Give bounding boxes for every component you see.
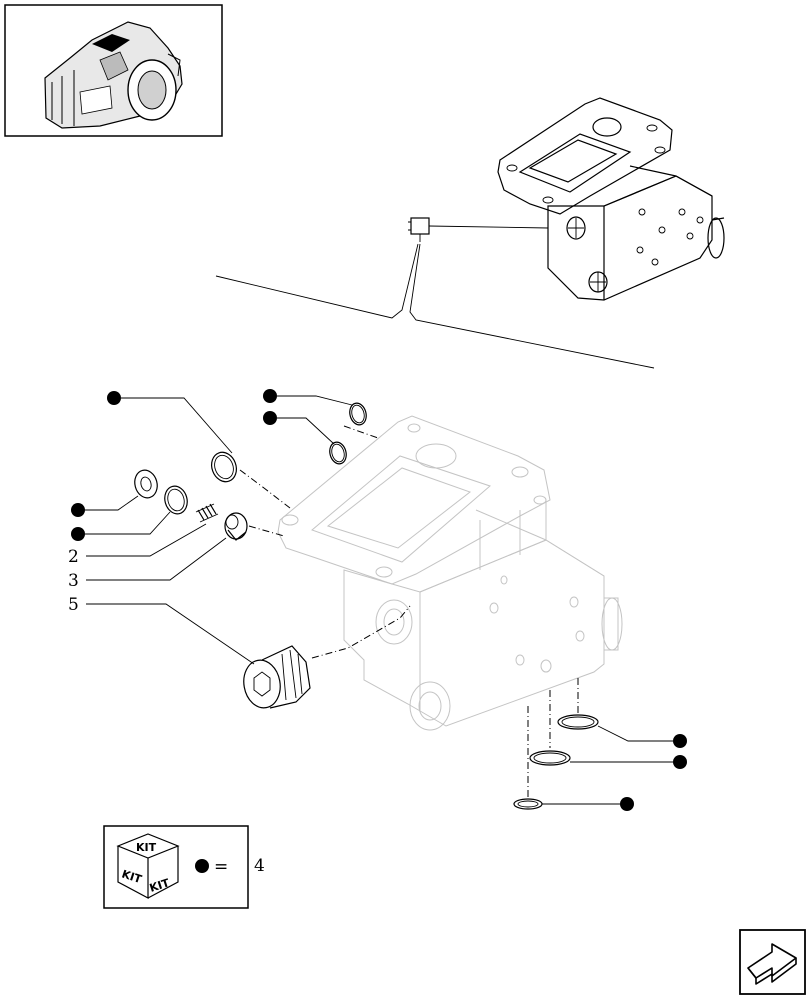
o-ring-lower-1[interactable] [557, 714, 599, 730]
next-page-arrow-icon [747, 943, 797, 985]
overview-thumbnail[interactable] [4, 4, 223, 137]
plug-part-5[interactable] [240, 645, 311, 711]
kit-legend: KIT KIT KIT = 4 [103, 825, 265, 909]
kit-cube-left-word: KIT [120, 867, 144, 886]
kit-callout-6[interactable] [597, 725, 687, 748]
callout-part-5[interactable]: 5 [68, 595, 255, 665]
o-ring-upper-small-2[interactable] [327, 440, 348, 465]
callout-part-3[interactable]: 3 [68, 537, 227, 591]
transmission-thumbnail-icon [44, 21, 183, 129]
plug-part-3[interactable] [224, 512, 248, 541]
callout-label-5: 5 [68, 595, 79, 615]
kit-callout-1[interactable] [107, 391, 233, 454]
valve-block-overview [408, 97, 725, 301]
o-ring-lower-2[interactable] [529, 750, 571, 766]
o-ring-left[interactable] [162, 484, 190, 517]
spring-part-2[interactable] [195, 503, 219, 523]
kit-cube-icon: KIT KIT KIT [116, 833, 180, 899]
kit-callout-8[interactable] [542, 797, 634, 811]
kit-callout-5[interactable] [71, 511, 171, 541]
kit-callout-4[interactable] [71, 495, 139, 517]
o-ring-upper-large[interactable] [208, 449, 241, 485]
o-ring-upper-small-1[interactable] [347, 401, 368, 426]
callout-label-2: 2 [68, 547, 79, 567]
kit-cube-top-word: KIT [136, 841, 157, 854]
reference-tag [408, 217, 549, 242]
kit-legend-dot [195, 859, 209, 873]
next-page-button[interactable] [739, 929, 806, 995]
kit-legend-part-number: 4 [254, 856, 265, 876]
callout-part-2[interactable]: 2 [68, 523, 207, 567]
washer[interactable] [132, 468, 160, 501]
callout-label-3: 3 [68, 571, 79, 591]
view-separator [215, 243, 655, 369]
kit-cube-right-word: KIT [148, 876, 172, 895]
valve-block-ghost [277, 415, 623, 731]
kit-callout-3[interactable] [263, 411, 335, 445]
kit-callout-7[interactable] [570, 755, 687, 769]
kit-callout-2[interactable] [263, 389, 353, 406]
kit-legend-equals: = [214, 857, 228, 877]
o-ring-lower-3[interactable] [513, 798, 543, 810]
assembly-centerlines [239, 425, 579, 800]
